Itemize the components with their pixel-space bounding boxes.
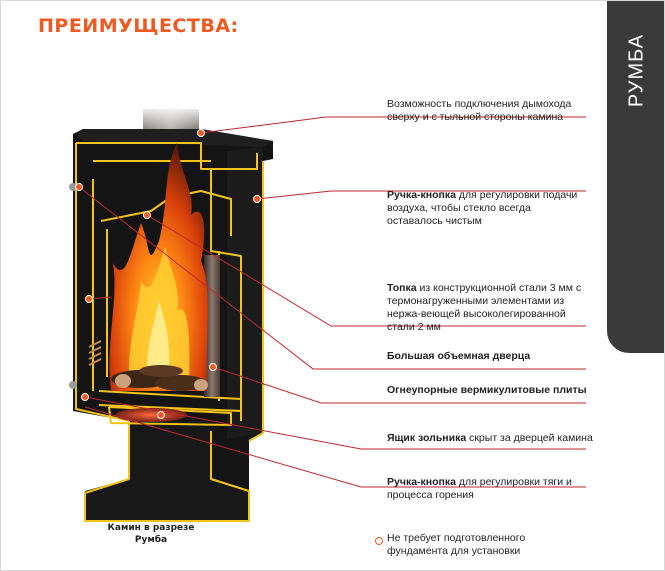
marker-dots — [75, 129, 261, 419]
feature-vermiculite: Огнеупорные вермикулитовые плиты — [387, 384, 587, 396]
foundation-note: Не требует подготовленного фундамента дл… — [387, 532, 526, 557]
air-control-grille — [88, 340, 102, 366]
caption-line-1: Камин в разрезе — [107, 523, 195, 533]
note-bullet-icon — [375, 537, 383, 545]
page-title: ПРЕИМУЩЕСТВА: — [38, 15, 239, 37]
side-tab: РУМБА — [607, 1, 664, 353]
ash-drawer — [115, 408, 187, 422]
caption-line-2: Румба — [134, 535, 168, 545]
feature-draft-knob: Ручка-кнопка для регулировки тяги и проц… — [387, 476, 572, 501]
illustration-caption: Камин в разрезе Румба — [91, 522, 211, 546]
feature-firebox: Топка из конструкционной стали 3 мм с те… — [387, 282, 582, 333]
feature-door: Большая объемная дверца — [387, 350, 531, 362]
draft-knob-icon — [69, 381, 77, 389]
feature-chimney: Возможность подключения дымохода сверху … — [387, 98, 572, 123]
cutaway-outline — [75, 142, 264, 522]
leader-lines — [78, 116, 586, 488]
air-knob-icon — [69, 183, 77, 191]
firewood-logs — [111, 365, 208, 391]
feature-air-knob: Ручка-кнопка для регулировки подачи возд… — [387, 189, 578, 227]
feature-ash-drawer: Ящик зольника скрыт за дверцей камина — [387, 432, 593, 444]
fire-flames — [109, 143, 208, 391]
vermiculite-plate — [204, 255, 220, 397]
